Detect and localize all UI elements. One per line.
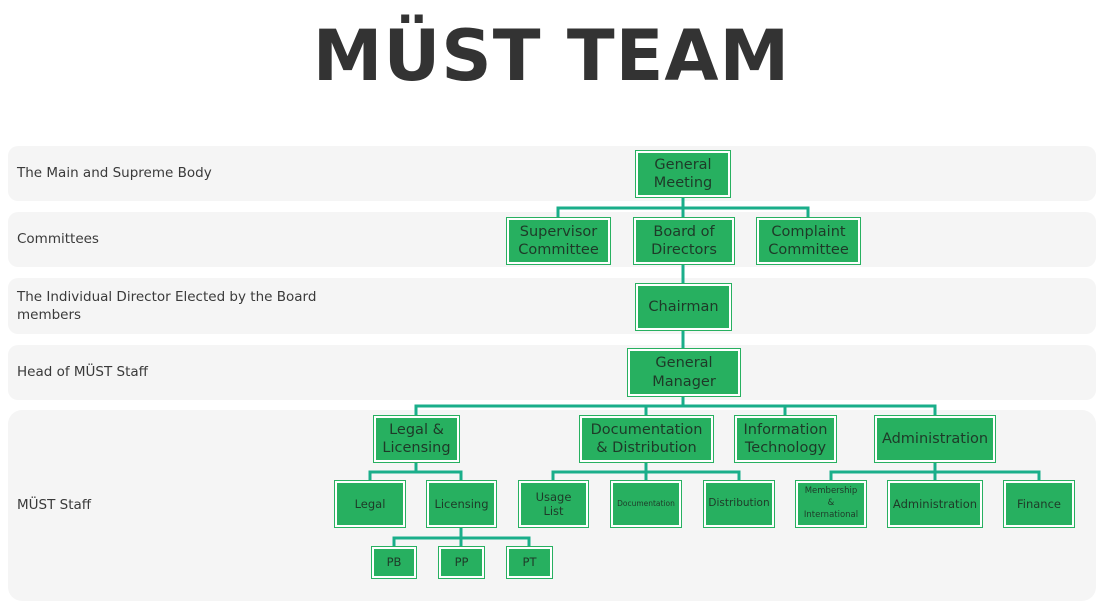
node-documentation: Documentation xyxy=(611,481,681,527)
node-finance: Finance xyxy=(1004,481,1074,527)
node-administration: Administration xyxy=(888,481,982,527)
node-chairman: Chairman xyxy=(636,284,731,330)
node-board-of-directors: Board of Directors xyxy=(634,218,734,264)
level-label-main-body: The Main and Supreme Body xyxy=(17,165,212,181)
node-usage-list: Usage List xyxy=(519,481,588,527)
level-band-main-body xyxy=(8,146,1096,201)
level-band-head-of-staff xyxy=(8,345,1096,400)
page-title: MÜST TEAM xyxy=(312,15,791,97)
node-information-technology: Information Technology xyxy=(735,416,836,462)
level-label-staff: MÜST Staff xyxy=(17,497,92,513)
node-legal-licensing: Legal & Licensing xyxy=(374,416,459,462)
node-pb: PB xyxy=(372,547,416,578)
node-legal: Legal xyxy=(335,481,405,527)
level-label-individual-director: The Individual Director Elected by the B… xyxy=(17,289,317,323)
node-general-manager: General Manager xyxy=(628,349,740,396)
node-membership-international: Membership & International xyxy=(796,481,866,527)
node-licensing: Licensing xyxy=(427,481,496,527)
node-pp: PP xyxy=(439,547,484,578)
level-label-committees: Committees xyxy=(17,231,99,247)
node-general-meeting: General Meeting xyxy=(636,151,730,197)
level-band-individual-director xyxy=(8,278,1096,334)
node-documentation-distribution: Documentation & Distribution xyxy=(580,416,713,462)
level-label-head-of-staff: Head of MÜST Staff xyxy=(17,364,148,380)
node-administration-dept: Administration xyxy=(875,416,995,462)
node-complaint-committee: Complaint Committee xyxy=(757,218,860,264)
node-supervisor-committee: Supervisor Committee xyxy=(507,218,610,264)
node-pt: PT xyxy=(507,547,552,578)
node-distribution: Distribution xyxy=(704,481,774,527)
